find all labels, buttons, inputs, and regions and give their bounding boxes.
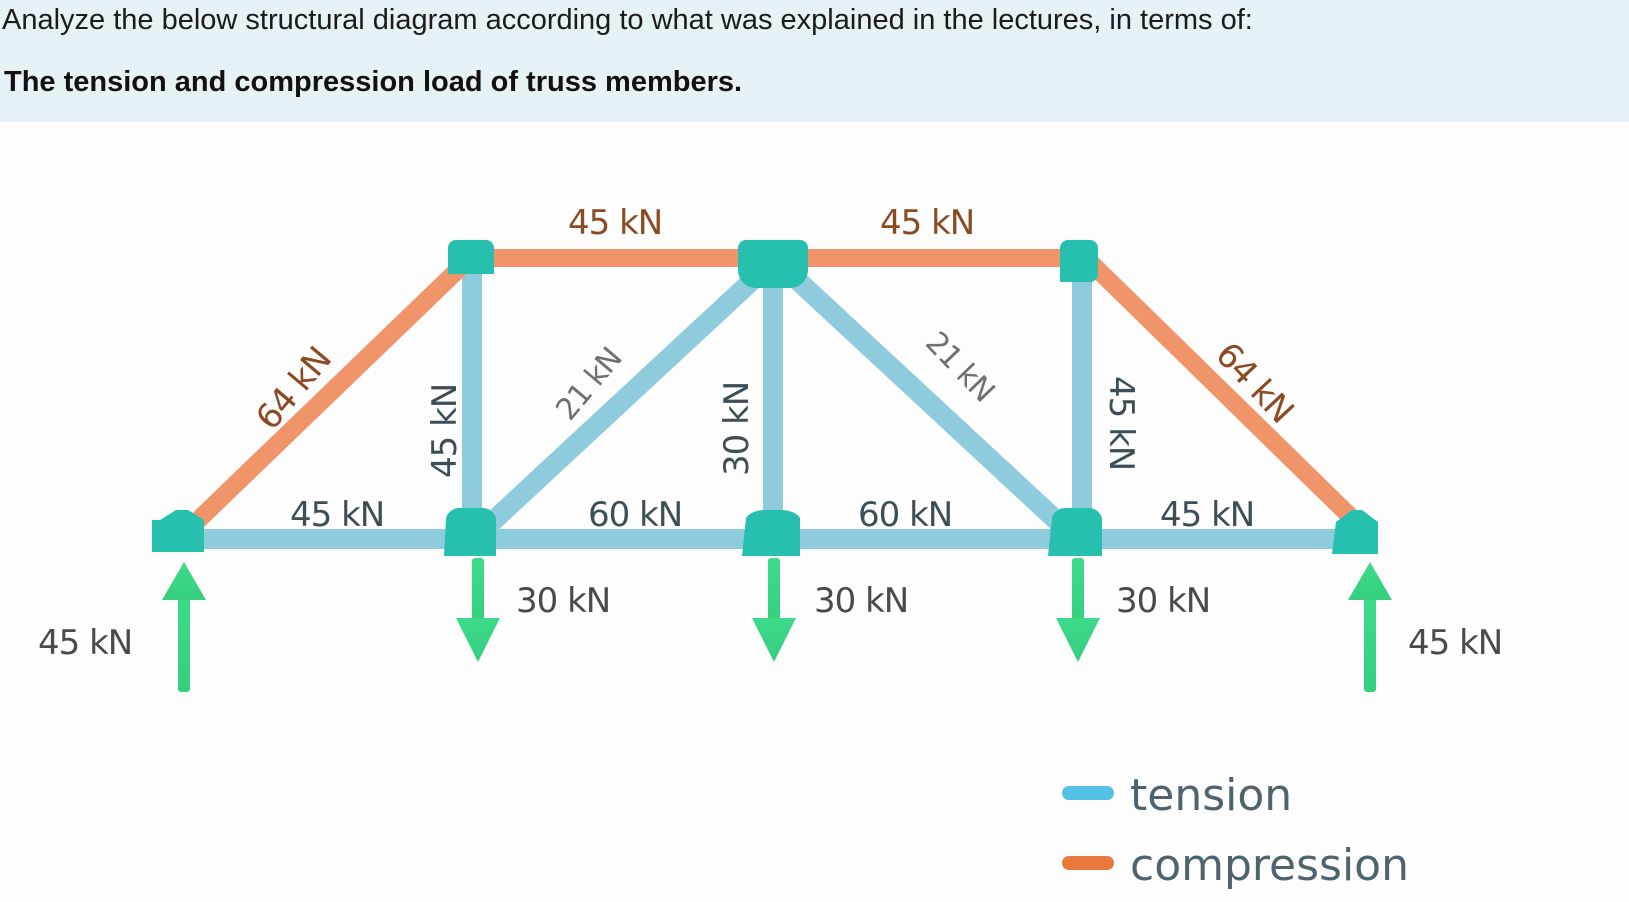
joint-bottom-2 bbox=[444, 507, 496, 556]
legend-tension-label: tension bbox=[1130, 770, 1292, 821]
legend: tension compression bbox=[1062, 770, 1409, 891]
load-arrow-1 bbox=[456, 558, 500, 662]
joint-top-left bbox=[448, 240, 494, 274]
label-bottom-chord-4: 45 kN bbox=[1160, 495, 1254, 535]
left-reaction-arrow bbox=[162, 562, 206, 692]
joint-bottom-left-support bbox=[152, 510, 204, 552]
label-top-right-chord: 45 kN bbox=[880, 203, 974, 243]
joints bbox=[152, 240, 1378, 556]
legend-compression-swatch bbox=[1062, 856, 1114, 870]
right-reaction-arrow bbox=[1348, 562, 1392, 692]
joint-bottom-3 bbox=[742, 509, 800, 556]
label-center-vertical: 30 kN bbox=[717, 382, 757, 476]
label-load-3: 30 kN bbox=[1116, 581, 1210, 621]
label-top-left-chord: 45 kN bbox=[568, 203, 662, 243]
label-load-1: 30 kN bbox=[516, 581, 610, 621]
inner-left-diagonal-member bbox=[471, 256, 777, 543]
load-arrow-3 bbox=[1056, 558, 1100, 662]
label-bottom-chord-1: 45 kN bbox=[290, 495, 384, 535]
label-bottom-chord-3: 60 kN bbox=[858, 495, 952, 535]
legend-compression-label: compression bbox=[1130, 840, 1409, 891]
right-diagonal-member bbox=[1083, 255, 1367, 533]
question-header: Analyze the below structural diagram acc… bbox=[0, 0, 1629, 122]
label-right-vertical: 45 kN bbox=[1101, 376, 1141, 470]
joint-top-right bbox=[1060, 240, 1098, 282]
legend-tension-swatch bbox=[1062, 786, 1114, 800]
load-arrow-2 bbox=[752, 558, 796, 662]
inner-right-diagonal-member bbox=[773, 256, 1079, 543]
question-prompt: Analyze the below structural diagram acc… bbox=[2, 4, 1253, 36]
truss-diagram-figure: 45 kN 45 kN 64 kN 64 kN 45 kN 30 kN 45 k… bbox=[0, 122, 1629, 902]
force-arrows bbox=[162, 558, 1392, 692]
joint-top-center bbox=[738, 240, 808, 288]
truss-diagram: 45 kN 45 kN 64 kN 64 kN 45 kN 30 kN 45 k… bbox=[38, 203, 1503, 891]
load-labels: 45 kN 45 kN 30 kN 30 kN 30 kN bbox=[38, 581, 1503, 663]
label-bottom-chord-2: 60 kN bbox=[588, 495, 682, 535]
joint-bottom-right-support bbox=[1332, 510, 1378, 554]
label-load-2: 30 kN bbox=[814, 581, 908, 621]
left-diagonal-member bbox=[185, 255, 473, 533]
joint-bottom-4 bbox=[1048, 507, 1102, 556]
label-left-vertical: 45 kN bbox=[425, 384, 465, 478]
label-left-reaction: 45 kN bbox=[38, 623, 132, 663]
question-topic: The tension and compression load of trus… bbox=[4, 66, 743, 98]
label-right-reaction: 45 kN bbox=[1408, 623, 1502, 663]
